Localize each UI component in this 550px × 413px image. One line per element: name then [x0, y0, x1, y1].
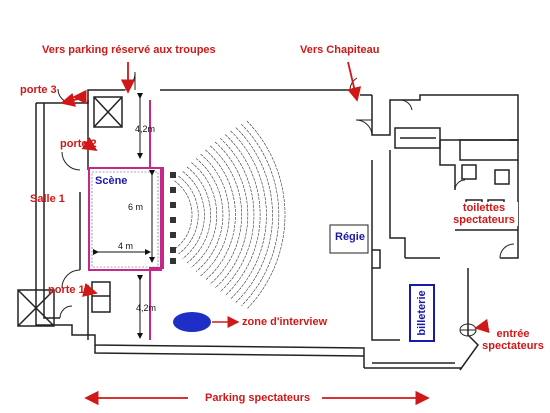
label-porte-2: porte 2: [60, 138, 97, 150]
stage-light: [170, 187, 176, 193]
seat-row: [186, 166, 211, 264]
label-parking-troupes: Vers parking réservé aux troupes: [42, 44, 216, 56]
interview-zone-marker: [173, 312, 211, 332]
seat-row: [210, 145, 242, 285]
stage-light: [170, 217, 176, 223]
seat-row: [241, 123, 280, 307]
direction-arrows: [60, 61, 499, 406]
stage: [88, 100, 164, 340]
stage-light: [170, 247, 176, 253]
stage-lights: [170, 172, 176, 264]
stage-light: [170, 232, 176, 238]
seat-row: [214, 141, 249, 289]
label-billetterie: billeterie: [416, 290, 428, 336]
seat-row: [225, 134, 261, 296]
seating-rows: [174, 120, 286, 310]
label-dimension-42m-top: 4,2m: [135, 124, 156, 134]
stage-light: [170, 258, 176, 264]
seat-row: [230, 130, 267, 300]
seat-row: [219, 138, 255, 292]
label-porte-3: porte 3: [20, 84, 57, 96]
label-zone-interview: zone d'interview: [242, 316, 328, 328]
label-salle-1: Salle 1: [30, 193, 65, 205]
seat-row: [235, 127, 273, 303]
label-regie: Régie: [334, 230, 366, 244]
seat-row: [246, 120, 286, 310]
seat-row: [195, 158, 224, 272]
seat-row: [200, 153, 230, 277]
dimension-lines: [93, 93, 155, 339]
label-scene: Scène: [95, 175, 128, 187]
label-entree-spectateurs: entrée spectateurs: [482, 328, 544, 352]
label-dimension-42m-bottom: 4,2m: [136, 303, 157, 313]
label-vers-chapiteau: Vers Chapiteau: [300, 44, 380, 56]
stage-light: [170, 172, 176, 178]
billetterie-box: billeterie: [409, 284, 435, 342]
door-swings: [57, 71, 515, 337]
label-porte-1: porte 1: [48, 284, 85, 296]
building-walls: [17, 89, 519, 371]
seat-row: [205, 149, 236, 281]
seat-row: [191, 162, 218, 268]
seat-row: [182, 171, 205, 259]
label-parking-spectateurs: Parking spectateurs: [205, 392, 311, 404]
stage-light: [170, 202, 176, 208]
label-dimension-4m: 4 m: [118, 241, 134, 251]
seat-row: [174, 180, 193, 250]
seat-row: [178, 175, 199, 255]
label-dimension-6m: 6 m: [128, 202, 144, 212]
label-toilettes-spectateurs: toilettes spectateurs: [450, 202, 518, 226]
